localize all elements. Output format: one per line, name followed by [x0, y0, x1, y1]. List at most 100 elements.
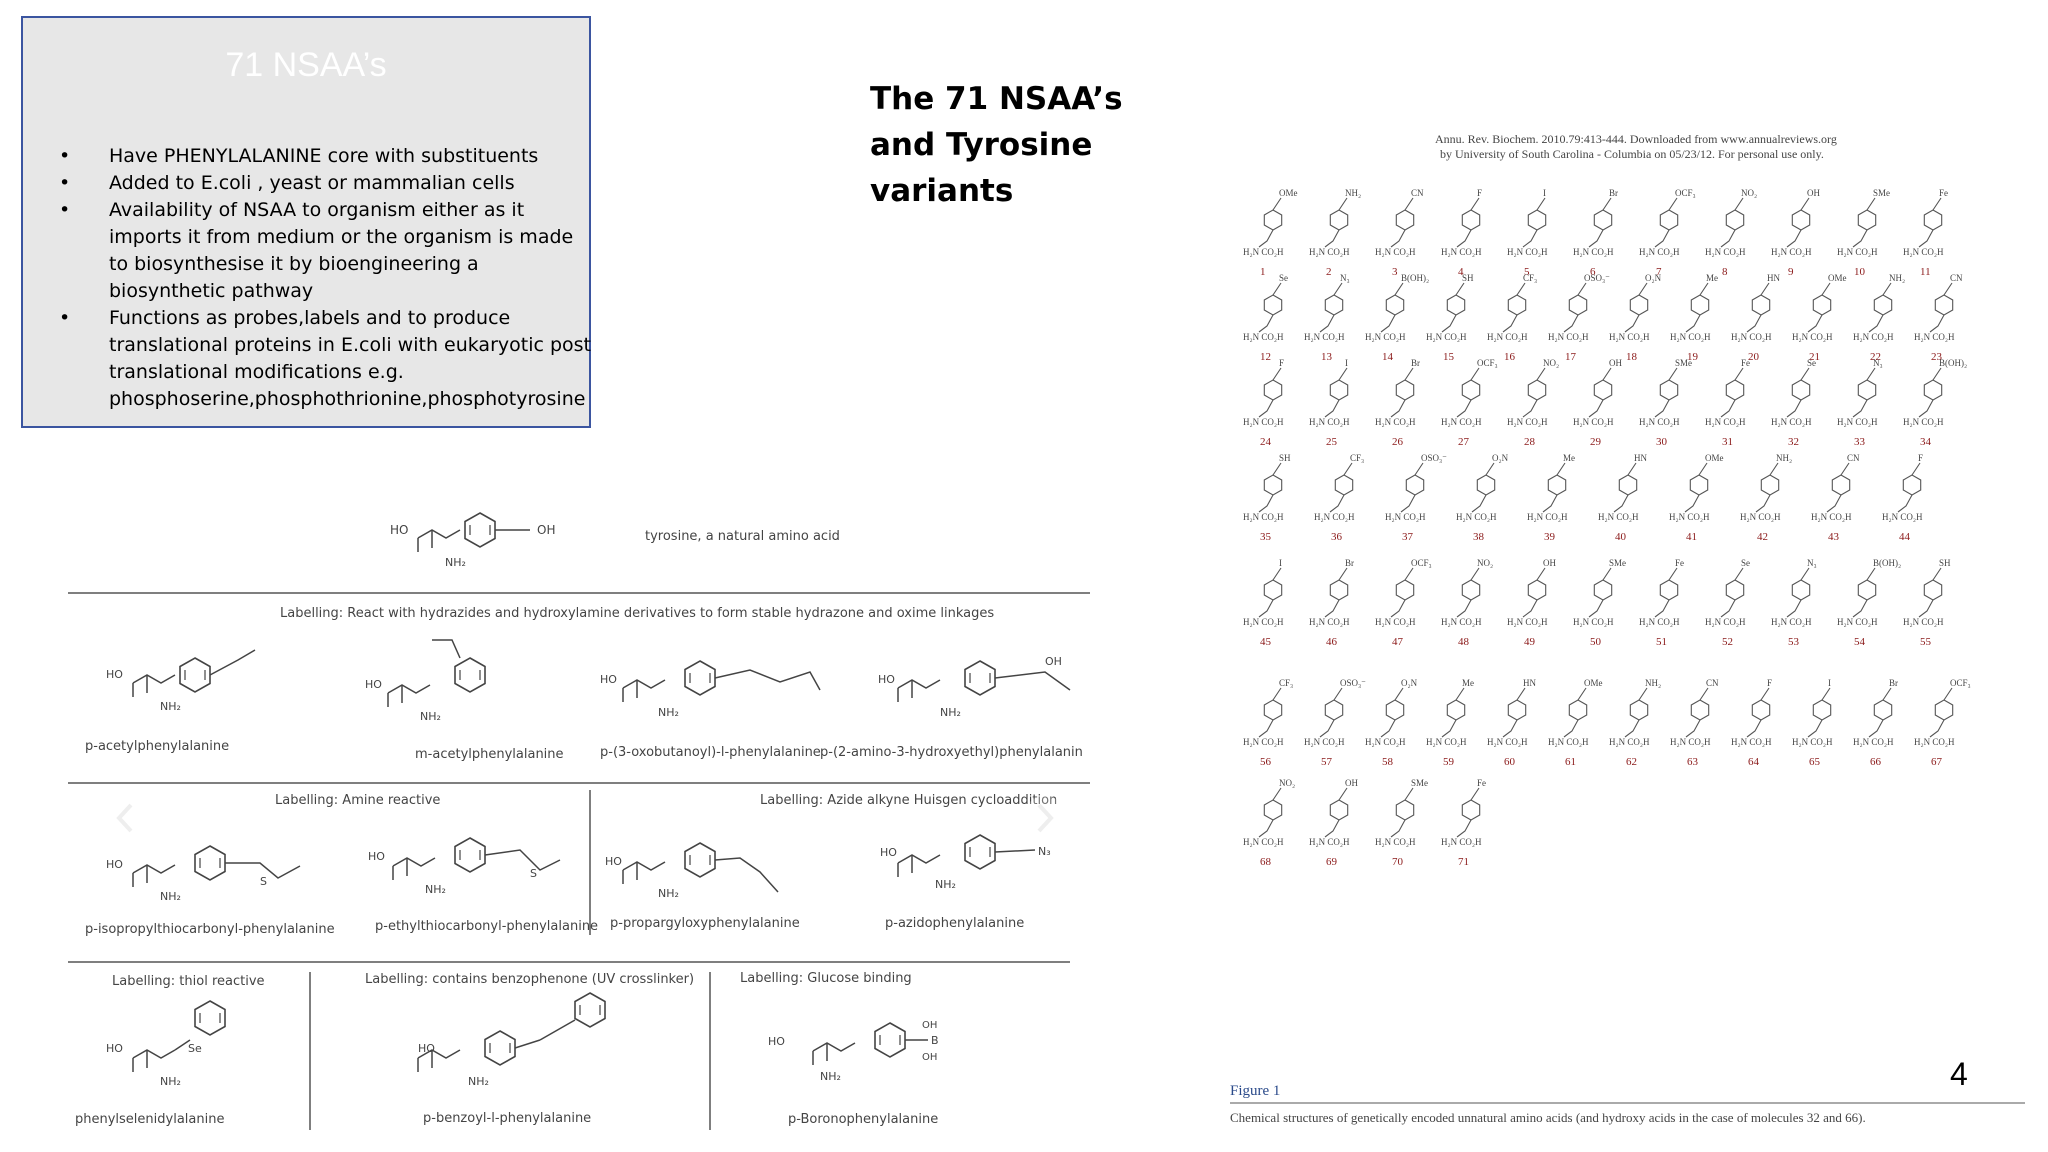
molecule-name: p-(2-amino-3-hydroxyethyl)phenylalanin: [820, 745, 1083, 760]
substituent-label: OCF₃: [1477, 358, 1498, 368]
bond: [1380, 719, 1396, 738]
molecule-number: 11: [1920, 266, 1931, 278]
core-label: H₂N CO₂H: [1882, 512, 1923, 522]
benzene-ring: [1659, 379, 1679, 401]
bond: [1602, 567, 1612, 581]
bullet-item: Have PHENYLALANINE core with substituent…: [39, 143, 591, 170]
benzene-ring: [1659, 579, 1679, 601]
bullet-item: Availability of NSAA to organism either …: [39, 197, 591, 305]
bond: [1441, 719, 1457, 738]
bond: [1932, 197, 1942, 211]
core-label: H₂N CO₂H: [1705, 247, 1746, 257]
bond: [1380, 314, 1396, 333]
bond: [1455, 282, 1465, 296]
core-label: H₂N CO₂H: [1441, 837, 1482, 847]
molecule-p-2-amino-3-hydroxyethyl-phenylalanine: HO NH₂ OH: [878, 655, 1071, 719]
bond: [1602, 367, 1612, 381]
molecule-number: 31: [1722, 436, 1733, 448]
core-label: H₂N CO₂H: [1375, 617, 1416, 627]
substituent-label: F: [1279, 358, 1284, 368]
benzene-ring: [1934, 294, 1954, 316]
molecule-number: 70: [1392, 856, 1404, 868]
molecule-number: 65: [1809, 756, 1821, 768]
substituent-label: Br: [1345, 558, 1354, 568]
bullet-item: Added to E.coli , yeast or mammalian cel…: [39, 170, 591, 197]
next-slide-button[interactable]: [1023, 796, 1067, 840]
bond: [1522, 229, 1538, 248]
core-label: H₂N CO₂H: [1309, 837, 1350, 847]
atom-label: HO: [880, 846, 897, 859]
substituent-label: Se: [1741, 558, 1750, 568]
bond: [1807, 314, 1823, 333]
substituent-label: OSO₃⁻: [1584, 273, 1610, 283]
bond: [1577, 687, 1587, 701]
atom-label: NH₂: [420, 710, 441, 723]
substituent-label: Me: [1706, 273, 1718, 283]
section-label: Labelling: thiol reactive: [112, 974, 265, 989]
molecule-number: 61: [1565, 756, 1576, 768]
chevron-right-icon: [1037, 803, 1054, 833]
molecule-number: 44: [1899, 531, 1911, 543]
molecule-number: 4: [1458, 266, 1464, 278]
benzene-ring: [1334, 474, 1354, 496]
core-label: H₂N CO₂H: [1609, 737, 1650, 747]
core-label: H₂N CO₂H: [1304, 737, 1345, 747]
substituent-label: Br: [1609, 188, 1618, 198]
bond: [1272, 462, 1282, 476]
molecule-number: 8: [1722, 266, 1728, 278]
bond: [1654, 229, 1670, 248]
bond: [1852, 229, 1868, 248]
core-label: H₂N CO₂H: [1598, 512, 1639, 522]
bond: [1654, 599, 1670, 618]
molecule-number: 28: [1524, 436, 1536, 448]
substituent-label: F: [1767, 678, 1772, 688]
substituent-label: O₂N: [1492, 453, 1509, 463]
bond: [1882, 282, 1892, 296]
substituent-label: HN: [1523, 678, 1536, 688]
molecule-number: 15: [1443, 351, 1455, 363]
benzene-ring: [1329, 579, 1349, 601]
substituent-label: F: [1477, 188, 1482, 198]
section-label: Labelling: Glucose binding: [740, 971, 912, 986]
substituent-label: NO₂: [1741, 188, 1757, 198]
substituent-label: NO₂: [1543, 358, 1559, 368]
benzene-ring: [1934, 699, 1954, 721]
substituent-label: F: [1918, 453, 1923, 463]
substituent-label: NH₂: [1345, 188, 1361, 198]
bond: [1734, 567, 1744, 581]
substituent-label: Fe: [1477, 778, 1486, 788]
substituent-label: O₂N: [1401, 678, 1418, 688]
benzene-ring: [1461, 799, 1481, 821]
molecule-number: 68: [1260, 856, 1272, 868]
molecule-number: 51: [1656, 636, 1667, 648]
molecule-name: p-propargyloxyphenylalanine: [610, 916, 800, 931]
core-label: H₂N CO₂H: [1573, 417, 1614, 427]
substituent-label: Se: [1279, 273, 1288, 283]
atom-label: HO: [418, 1042, 435, 1055]
bond: [1734, 197, 1744, 211]
bond: [1390, 599, 1406, 618]
core-label: H₂N CO₂H: [1639, 417, 1680, 427]
benzene-ring: [1405, 474, 1425, 496]
bond: [1613, 494, 1629, 513]
bond: [1800, 197, 1810, 211]
benzene-ring: [1263, 474, 1283, 496]
bond: [1699, 282, 1709, 296]
molecule-number: 35: [1260, 531, 1272, 543]
previous-slide-button[interactable]: [103, 796, 147, 840]
core-label: H₂N CO₂H: [1771, 247, 1812, 257]
bond: [1258, 494, 1274, 513]
core-label: H₂N CO₂H: [1853, 332, 1894, 342]
